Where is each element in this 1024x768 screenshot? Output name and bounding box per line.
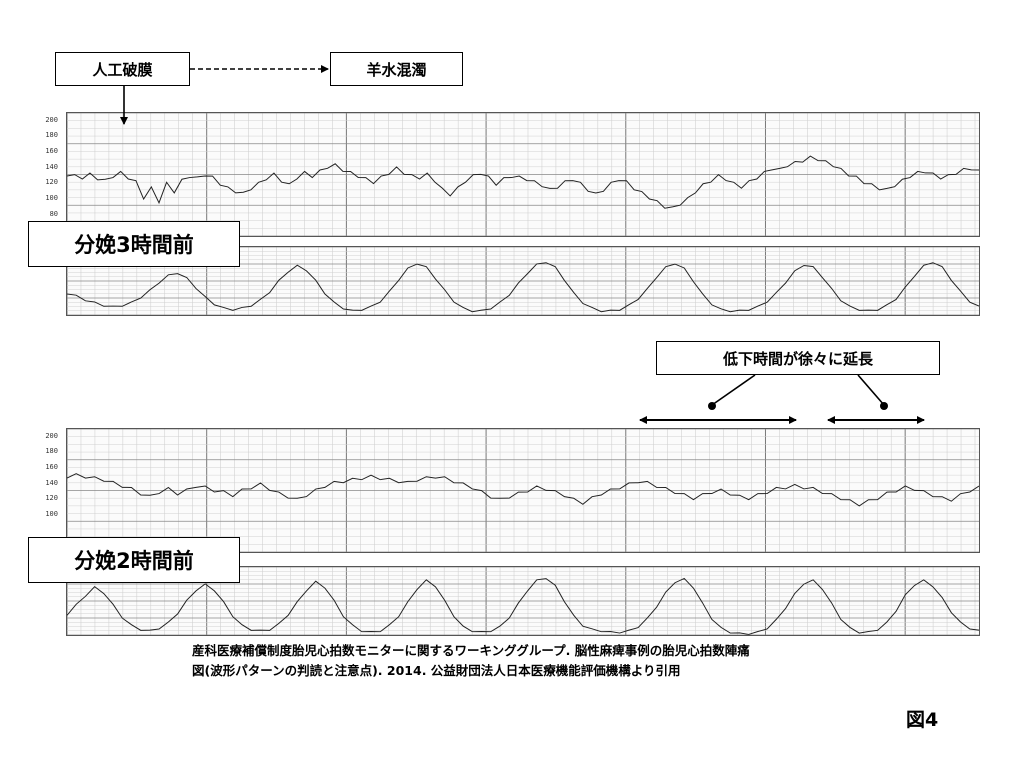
figure-number: 図4 <box>906 709 939 731</box>
meconium-label-box: 羊水混濁 <box>330 52 463 86</box>
y-tick-label: 100 <box>45 509 58 518</box>
rupture-label-box: 人工破膜 <box>55 52 190 86</box>
fhr-plot-2 <box>67 429 979 552</box>
trace-line <box>67 262 979 313</box>
citation: 産科医療補償制度胎児心拍数モニターに関するワーキンググループ. 脳性麻痺事例の胎… <box>192 641 952 681</box>
y-tick-label: 160 <box>45 147 58 156</box>
y-tick-label: 120 <box>45 178 58 187</box>
y-tick-label: 120 <box>45 494 58 503</box>
y-tick-label: 140 <box>45 162 58 171</box>
y-tick-label: 180 <box>45 131 58 140</box>
annotation-text: 低下時間が徐々に延長 <box>722 349 873 368</box>
trace-line <box>67 473 979 507</box>
grid <box>67 429 979 552</box>
panel-label-2h: 分娩2時間前 <box>28 537 240 583</box>
annotation-dot-1 <box>708 402 716 410</box>
trace-line <box>67 155 979 209</box>
fhr-axis-1: 200 180 160 140 120 100 80 <box>0 112 62 237</box>
y-tick-label: 160 <box>45 463 58 472</box>
annotation-dot-2 <box>880 402 888 410</box>
panel-label-2h-text: 分娩2時間前 <box>74 549 194 573</box>
uc-plot-2 <box>67 567 979 635</box>
fhr-axis-2: 200 180 160 140 120 100 <box>0 428 62 553</box>
y-tick-label: 80 <box>49 209 58 218</box>
fhr-plot-1 <box>67 113 979 236</box>
panel-label-3h: 分娩3時間前 <box>28 221 240 267</box>
y-tick-label: 200 <box>45 431 58 440</box>
fhr-trace-1 <box>66 112 980 237</box>
meconium-label: 羊水混濁 <box>366 60 427 79</box>
annotation-box: 低下時間が徐々に延長 <box>656 341 940 375</box>
rupture-label: 人工破膜 <box>92 60 153 79</box>
fhr-trace-2 <box>66 428 980 553</box>
y-tick-label: 180 <box>45 447 58 456</box>
citation-line-2: 図(波形パターンの判読と注意点). 2014. 公益財団法人日本医療機能評価機構… <box>192 663 681 678</box>
annotation-leader-1 <box>711 374 756 406</box>
y-tick-label: 200 <box>45 115 58 124</box>
grid <box>67 113 979 236</box>
citation-line-1: 産科医療補償制度胎児心拍数モニターに関するワーキンググループ. 脳性麻痺事例の胎… <box>192 643 750 658</box>
y-tick-label: 100 <box>45 193 58 202</box>
annotation-leader-2 <box>857 374 885 406</box>
trace-line <box>67 577 979 635</box>
y-tick-label: 140 <box>45 478 58 487</box>
panel-label-3h-text: 分娩3時間前 <box>74 233 194 257</box>
